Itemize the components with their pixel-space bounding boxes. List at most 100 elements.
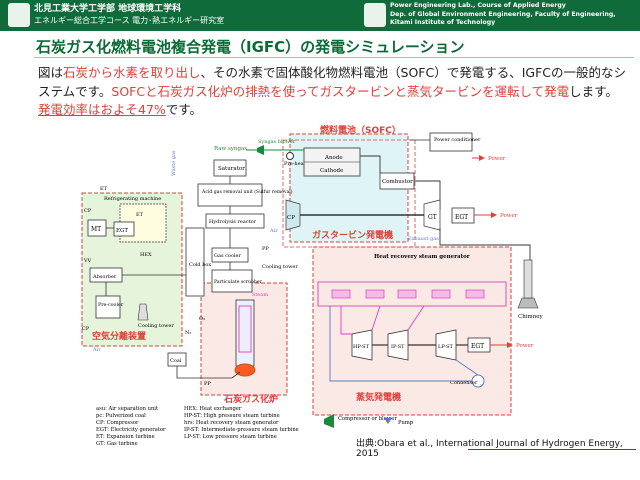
- o2-label: O₂: [199, 316, 205, 322]
- legend-left-0: asu: Air separation unit: [96, 406, 159, 412]
- hrsg-label: Heat recovery steam generator: [374, 254, 470, 260]
- asu-egt-label: EGT: [116, 228, 128, 234]
- pre-heater-label: Pre-heater: [284, 161, 312, 167]
- particulate-scrubber-box: [211, 269, 253, 293]
- pump-legend-label: Pump: [398, 420, 414, 426]
- asu-generator: [113, 221, 135, 237]
- syngas-blower-label: Syngas blower: [258, 139, 296, 145]
- cooling-tower-asu: [137, 303, 149, 321]
- coal-feed-pipe: [176, 366, 241, 379]
- steam-title: 蒸気発電機: [356, 391, 401, 403]
- absorber-label: Absorber: [92, 274, 117, 280]
- cathode-label: Cathode: [320, 168, 343, 174]
- header-univ-block: 北見工業大学工学部 地球環境工学科 エネルギー総合工学コース 電力･熱エネルギー…: [34, 3, 224, 27]
- steam-pipe-hp: [340, 306, 352, 335]
- legend-left-2: CP: Compressor: [96, 420, 139, 426]
- power-label-1: Power: [488, 156, 506, 162]
- acid-gas-removal-label: Acid gas removal unit (Sulfur removal): [201, 188, 293, 195]
- lpst-label: LP-ST: [438, 344, 454, 350]
- compressor-cp: [285, 199, 301, 231]
- asu-title: 空気分離装置: [92, 330, 146, 342]
- precooler-label: Pre-cooler: [98, 302, 124, 308]
- pp-label-cleanup: PP: [262, 246, 269, 252]
- citation: 出典:Obara et al., International Journal o…: [356, 439, 623, 459]
- steam-pipe-reheat: [371, 305, 381, 331]
- legend-right-1: HP-ST: High pressure steam turbine: [184, 413, 280, 419]
- gasifier-flame: [234, 363, 256, 377]
- legend-right-0: HEX: Heat exchanger: [184, 406, 242, 412]
- body-text-4: です。: [165, 102, 203, 117]
- legend-right: HEX: Heat exchanger HP-ST: High pressure…: [184, 406, 299, 440]
- power-label-2: Power: [500, 213, 518, 219]
- citation-bar: [468, 449, 636, 450]
- legend-right-3: IP-ST: Intermediate-pressure steam turbi…: [184, 427, 299, 433]
- legend-left-5: GT: Gas turbine: [96, 441, 138, 447]
- cp-asu-label: CP: [82, 326, 90, 332]
- university-logo: [8, 3, 30, 27]
- particulate-scrubber-label: Particulate scrubber: [214, 279, 263, 285]
- legend-right-2: hrs: Heat recovery steam generator: [184, 420, 279, 426]
- chimney-label: Chimney: [518, 314, 544, 320]
- anode-out-pipe: [360, 155, 381, 173]
- body-text-2: 、その水素で固体酸化物燃料電池（SOFC）で発電する、IGFCの一般的なシステム…: [38, 65, 627, 99]
- pp-label-gasifier: PP: [204, 381, 211, 387]
- cp-asu1-label: CP: [84, 208, 92, 214]
- hydrolysis-reactor-label: Hydrolysis reactor: [209, 219, 257, 225]
- hrsg-coil-4: [431, 289, 451, 299]
- acid-gas-removal-box: [197, 183, 263, 207]
- header-course: エネルギー総合工学コース 電力･熱エネルギー研究室: [34, 16, 225, 25]
- coal-label: Coal: [170, 358, 182, 364]
- condensate-pipe: [455, 359, 479, 376]
- chimney-stack: [523, 259, 533, 299]
- raw-syngas-label: Raw syngas: [214, 146, 247, 152]
- precooler-box: [95, 295, 121, 319]
- header-lab-line-1: Power Engineering Lab., Course of Applie…: [390, 2, 566, 9]
- waste-gas-label: Waste gas: [171, 150, 177, 176]
- lab-logo: [364, 3, 386, 27]
- title-underline: [34, 57, 634, 58]
- hrsg-coil-2: [365, 289, 385, 299]
- body-highlight-3: 発電効率はおよそ47%: [38, 102, 166, 117]
- vv-label: VV: [83, 258, 92, 264]
- legend-left-3: EGT: Electricity generator: [96, 427, 166, 433]
- body-paragraph: 図は石炭から水素を取り出し、その水素で固体酸化物燃料電池（SOFC）で発電する、…: [38, 64, 630, 120]
- steam-label: Steam: [252, 292, 268, 298]
- hrsg-coil-3: [397, 289, 417, 299]
- body-highlight-1: 石炭から水素を取り出し: [63, 65, 201, 80]
- body-highlight-2: SOFCと石炭ガス化炉の排熱を使ってガスタービンと蒸気タービンを運転して発電: [111, 83, 570, 99]
- mt-label: MT: [91, 226, 101, 233]
- cold-box-label: Cold box: [189, 262, 211, 268]
- sofc-title: 燃料電池（SOFC）: [320, 124, 401, 136]
- gasifier-title: 石炭ガス化炉: [223, 393, 278, 405]
- hex-label: HEX: [140, 252, 152, 258]
- slide-title: 石炭ガス化燃料電池複合発電（IGFC）の発電シミュレーション: [36, 38, 465, 56]
- steam-region: [312, 246, 512, 416]
- header-lab-line-3: Kitami Institute of Technology: [390, 19, 496, 27]
- anode-label: Anode: [324, 155, 343, 161]
- combustor-label: Combustor: [382, 179, 413, 185]
- header-bar: 北見工業大学工学部 地球環境工学科 エネルギー総合工学コース 電力･熱エネルギー…: [0, 0, 640, 31]
- body-text-3: します。: [569, 83, 618, 99]
- gt-egt-label: EGT: [455, 214, 468, 221]
- cold-box: [185, 227, 205, 297]
- air-label: Air: [269, 228, 278, 234]
- refrigerating-label: Refrigerating machine: [104, 196, 161, 202]
- cooling-tower-label-2: Cooling tower: [262, 264, 298, 270]
- ip-steam-turbine: [387, 329, 409, 361]
- st-egt-label: EGT: [471, 343, 484, 350]
- feedwater-pipe: [329, 306, 472, 382]
- ipst-label: IP-ST: [391, 344, 405, 350]
- compressor-legend-label: Compressor or blower: [338, 416, 397, 422]
- et-asu2-label: ET: [136, 212, 144, 218]
- n2-label: N₂: [185, 330, 191, 336]
- asu-air-label: Air: [92, 347, 101, 353]
- header-lab-line-2: Dep. of Global Environment Engineering, …: [390, 10, 616, 18]
- legend-left-4: ET: Expansion turbine: [96, 434, 155, 440]
- hrsg-duct: [317, 281, 507, 307]
- saturator-label: Saturator: [218, 166, 245, 172]
- chimney: [517, 297, 539, 309]
- legend-left-1: pc: Pulverized coal: [96, 413, 146, 419]
- body-text-1: 図は: [38, 65, 64, 80]
- hrsg-coil-5: [465, 289, 485, 299]
